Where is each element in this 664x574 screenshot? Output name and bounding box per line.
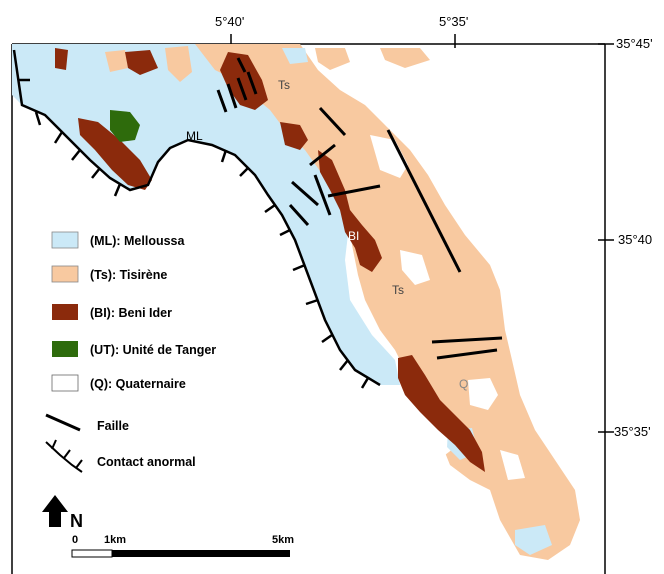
beni-ider-north — [220, 52, 268, 110]
quaternary-pocket-1 — [468, 378, 498, 410]
tisirene-unit — [195, 44, 580, 560]
legend-label-ut: (UT): Unité de Tanger — [90, 343, 216, 357]
coord-lon-540: 5°40' — [215, 14, 244, 29]
coord-lat-3535: 35°35' — [614, 424, 651, 439]
legend-label-bi: (BI): Beni Ider — [90, 306, 172, 320]
faults-north-block — [216, 57, 258, 113]
melloussa-patch-2 — [515, 525, 552, 555]
beni-ider-south — [398, 355, 485, 472]
coord-lat-3540: 35°40 — [618, 232, 652, 247]
legend-swatch-ml — [51, 231, 79, 249]
legend-symbol-contact — [45, 439, 83, 473]
tisirene-patch-nw2 — [105, 50, 128, 72]
coord-lat-3545: 35°45' — [616, 36, 653, 51]
quaternary-pocket-5 — [500, 450, 525, 480]
quaternary-pocket-3 — [400, 250, 430, 285]
beni-ider-small-1 — [280, 122, 308, 150]
label-q: Q — [459, 377, 468, 391]
label-ts-north: Ts — [278, 78, 290, 92]
north-label: N — [70, 511, 83, 531]
beni-ider-west — [78, 118, 152, 190]
scale-label-zero: 0 — [72, 534, 78, 546]
coord-lon-535: 5°35' — [439, 14, 468, 29]
quaternary-pocket-6 — [345, 48, 375, 60]
unite-de-tanger-unit — [110, 110, 140, 142]
scale-label-1km: 1km — [104, 534, 126, 546]
beni-ider-small-2 — [125, 50, 158, 75]
legend-symbol-faille — [45, 413, 81, 432]
legend-label-ml: (ML): Melloussa — [90, 234, 185, 248]
faults — [288, 106, 503, 360]
beni-ider-main — [318, 150, 382, 272]
melloussa-patch-3 — [282, 48, 308, 64]
label-bi: BI — [348, 229, 359, 243]
legend: (ML): Melloussa (Ts): Tisirène (BI): Ben… — [45, 231, 216, 473]
contact-anormal-line — [12, 49, 381, 389]
quaternary-pocket-2 — [370, 135, 408, 178]
legend-label-ts: (Ts): Tisirène — [90, 268, 167, 282]
tisirene-patch-east — [315, 48, 350, 70]
legend-swatch-ts — [51, 265, 79, 283]
legend-swatch-q — [51, 374, 79, 392]
north-arrow-icon — [42, 495, 68, 527]
scale-label-5km: 5km — [272, 534, 294, 546]
legend-swatch-ut — [52, 341, 78, 357]
legend-label-q: (Q): Quaternaire — [90, 377, 186, 391]
beni-ider-small-3 — [55, 48, 68, 70]
scale-bar — [71, 549, 290, 558]
label-ts-south: Ts — [392, 283, 404, 297]
legend-label-contact: Contact anormal — [97, 455, 196, 469]
legend-label-faille: Faille — [97, 419, 129, 433]
legend-swatch-bi — [52, 304, 78, 320]
tisirene-patch-ne — [380, 48, 430, 68]
tisirene-patch-nw1 — [165, 46, 192, 82]
